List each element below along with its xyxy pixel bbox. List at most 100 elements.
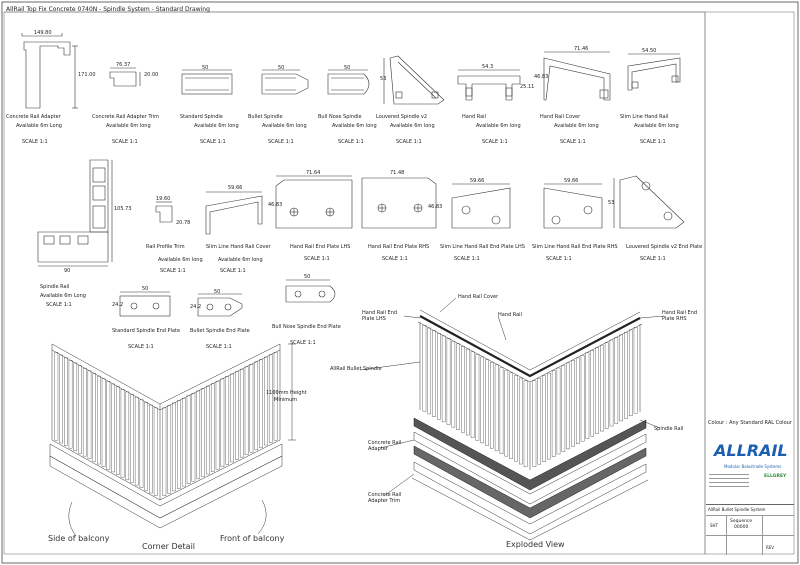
bullet-spindle-end-plate-scale: SCALE 1:1 [206,344,232,350]
hand-rail-cover-drawing [543,51,611,101]
standard-spindle-end-plate-drawing [119,291,171,317]
exploded-left-spindle [518,377,523,465]
slim-line-hand-rail-cover-availability: Available 6m long [218,257,263,263]
standard-spindle-drawing [181,69,233,95]
dimension-12: 54.50 [642,48,657,54]
concrete-rail-adapter-trim-availability: Available 6m long [106,123,151,129]
corner-right-spindle [239,368,244,458]
exploded-left-spindle [446,338,451,425]
dimension-20: 71.48 [390,170,405,176]
dimension-4: 50 [202,65,209,71]
dimension-14: 90 [64,268,71,274]
dimension-9: 25.11 [520,84,535,90]
exploded-right-spindle [614,337,619,424]
spindle-rail-drawing [37,159,113,267]
corner-left-spindle [87,370,92,459]
bullet-spindle-end-plate-name: Bullet Spindle End Plate [190,328,250,334]
bullet-spindle-availability: Available 6m long [262,123,307,129]
slim-line-hand-rail-name: Slim Line Hand Rail [620,114,669,120]
sequence-label: Sequence [730,519,753,524]
dimension-10: 71.46 [574,46,589,52]
exploded-left-spindle [475,354,480,441]
rail-profile-trim-name: Rail Profile Trim [146,244,185,250]
concrete-rail-adapter-availability: Available 6m Long [16,123,62,129]
sequence-value: 00000 [734,525,749,530]
exploded-left-spindle [490,362,494,449]
exploded-right-spindle [566,362,570,450]
exploded-right-spindle [590,349,595,437]
corner-left-spindle [144,402,148,491]
dimension-21: 46.83 [428,204,443,210]
bullet-spindle-end-plate-drawing [197,293,243,317]
corner-left-spindle [125,391,130,481]
bull-nose-spindle-drawing [327,69,370,95]
callout-4: AllRail Bullet Spindle [330,366,382,372]
dimension-3: 20.00 [144,72,159,78]
drawing-info-grid: AllRail Bullet Spindle System Sequence 0… [706,504,794,555]
corner-detail-drawing [49,343,296,537]
dimension-6: 50 [344,65,351,71]
callout-3: Hand Rail End Plate RHS [662,310,698,322]
corner-right-spindle [254,361,259,451]
hand-rail-cover-name: Hand Rail Cover [540,114,581,120]
corner-right-spindle [201,388,205,477]
corner-right-spindle [172,402,176,492]
dimension-22: 59.66 [470,178,485,184]
corner-right-spindle [215,381,220,470]
bull-nose-spindle-scale: SCALE 1:1 [338,139,364,145]
louvered-spindle-v2-scale: SCALE 1:1 [396,139,422,145]
height-note-line2: Minimum [274,397,298,403]
corner-right-spindle [177,400,181,489]
exploded-left-spindle [422,325,427,412]
exploded-right-spindle [604,342,609,429]
louvered-spindle-v2-availability: Available 6m long [390,123,435,129]
exploded-right-spindles [532,327,638,467]
dimension-18: 71.64 [306,170,321,176]
dimension-27: 50 [214,289,221,295]
exploded-left-spindle [509,372,513,459]
height-note-line1: 1100mm Height [266,390,307,396]
callout-7: Concrete Rail Adapter Trim [368,492,402,504]
slim-line-hand-rail-drawing [627,53,681,91]
corner-left-spindle [120,389,125,478]
hand-rail-availability: Available 6m long [476,123,521,129]
exploded-left-spindle [470,351,475,438]
exploded-right-spindle [580,355,585,442]
sheet-label: SHT [710,523,718,528]
dimension-2: 76.37 [116,62,131,68]
colour-note: Colour : Any Standard RAL Colour [708,420,792,426]
exploded-right-spindle [628,329,633,417]
bullet-spindle-name: Bullet Spindle [248,114,283,120]
louvered-end-plate-drawing [613,175,685,229]
hand-rail-name: Hand Rail [462,114,486,120]
louvered-spindle-v2-end-plate-name: Louvered Spindle v2 End Plate [626,244,703,250]
corner-left-spindle [130,394,134,483]
exploded-left-spindle [432,330,436,417]
corner-right-spindle [220,378,225,467]
corner-left-spindle [64,357,68,446]
bull-nose-spindle-availability: Available 6m long [332,123,377,129]
exploded-right-spindle [619,334,623,422]
exploded-right-spindle [600,344,604,432]
dimension-29: 50 [304,274,311,280]
corner-left-spindle [153,407,158,496]
exploded-right-spindle [571,360,575,447]
exploded-left-spindles [422,325,528,467]
exploded-right-spindle [633,327,638,414]
bull-nose-spindle-end-plate-drawing [285,279,336,303]
hand-rail-end-plate-lhs-name: Hand Rail End Plate LHS [290,244,351,250]
corner-right-spindle [249,364,254,453]
exploded-left-spindle [461,346,465,433]
rail-profile-trim-availability: Available 6m long [158,257,203,263]
bullet-spindle-scale: SCALE 1:1 [268,139,294,145]
exploded-right-spindle [547,372,551,460]
slim-line-end-plate-lhs-scale: SCALE 1:1 [454,256,480,262]
title-block: Colour : Any Standard RAL Colour ALLRAIL… [706,12,794,555]
dimension-28: 24.2 [190,304,202,310]
slim-line-end-plate-rhs-drawing [543,183,603,229]
dimension-7: 53 [380,76,387,82]
corner-left-spindle [97,375,101,465]
spindle-rail-availability: Available 6m Long [40,293,86,299]
drawing-name: AllRail Bullet Spindle System [708,507,766,512]
